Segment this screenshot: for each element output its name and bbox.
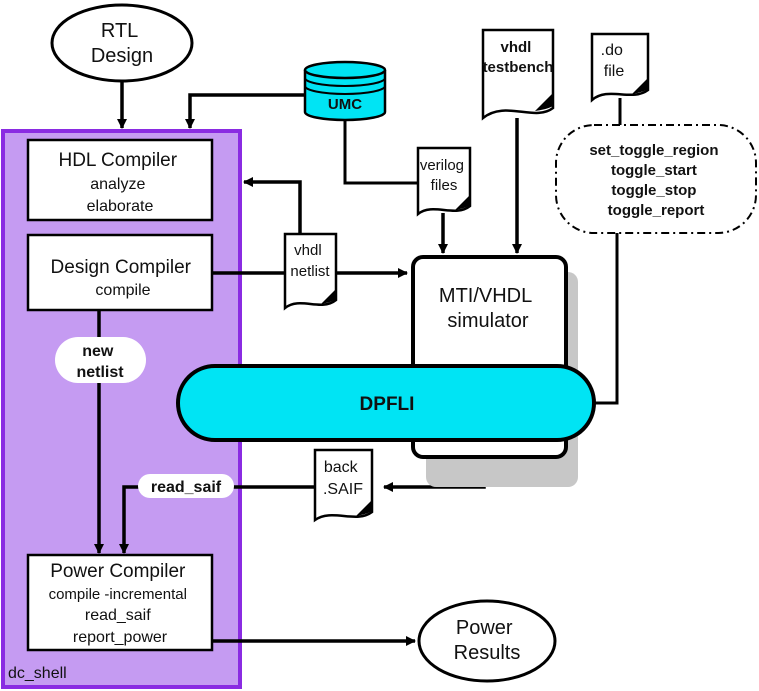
back-saif-line-1: back <box>324 459 359 476</box>
verilog-files-line-2: files <box>431 177 458 194</box>
cmd-set-toggle-region: set_toggle_region <box>589 142 718 159</box>
testbench-line-1: vhdl <box>500 39 531 56</box>
power-results-line-2: Results <box>454 642 521 664</box>
vhdl-netlist-doc: vhdl netlist <box>283 232 338 311</box>
svg-text:MTI/VHDL simulator: MTI/VHDL simulator <box>439 285 537 332</box>
rtl-design-line-1: RTL <box>101 20 138 42</box>
svg-text:new netlist: new netlist <box>76 343 124 381</box>
power-compiler-box <box>26 553 214 652</box>
svg-text:back .SAIF: back .SAIF <box>323 459 363 498</box>
hdl-compiler-title: HDL Compiler <box>58 150 177 171</box>
power-results-node <box>417 599 557 683</box>
do-file-doc: .do file <box>590 32 650 103</box>
rtl-design-node <box>50 3 194 83</box>
svg-text:Design Compiler compile: Design Compiler compile <box>51 257 196 299</box>
line-umc-to-verilog <box>343 118 422 185</box>
svg-text:Power Results: Power Results <box>454 617 521 664</box>
design-compiler-compile: compile <box>95 282 150 299</box>
back-saif-line-2: .SAIF <box>323 481 363 498</box>
read-saif-label-box <box>138 474 234 498</box>
cmd-toggle-report: toggle_report <box>608 202 705 219</box>
verilog-files-doc: verilog files <box>416 146 472 217</box>
hdl-compiler-elaborate: elaborate <box>87 198 154 215</box>
read-saif-label: read_saif <box>151 479 222 496</box>
umc-database: UMC <box>303 60 387 122</box>
arrow-saif-to-power <box>119 485 315 554</box>
power-results-line-1: Power <box>456 617 513 639</box>
verilog-files-line-1: verilog <box>420 157 464 174</box>
vhdl-netlist-line-1: vhdl <box>294 242 322 259</box>
svg-text:Power Compiler compile -in: Power Compiler compile -incremental read… <box>49 561 192 646</box>
line-commands-to-dpfli <box>594 232 619 405</box>
hdl-compiler-box <box>26 138 214 222</box>
vhdl-testbench-doc: vhdl testbench <box>481 28 555 121</box>
toggle-commands-box <box>555 124 757 234</box>
simulator-line-1: MTI/VHDL <box>439 285 532 307</box>
svg-text:.do file: .do file <box>601 42 628 80</box>
vhdl-netlist-line-2: netlist <box>290 263 330 280</box>
do-file-line-1: .do <box>601 42 623 59</box>
rtl-design-line-2: Design <box>91 45 153 67</box>
umc-label: UMC <box>328 96 362 113</box>
arrow-umc-to-hdl <box>185 93 305 129</box>
svg-text:verilog files: verilog files <box>420 157 468 194</box>
arrow-netlist-to-hdl <box>243 177 302 234</box>
design-compiler-title: Design Compiler <box>51 257 192 278</box>
hdl-compiler-analyze: analyze <box>90 176 145 193</box>
svg-text:RTL Design: RTL Design <box>91 20 153 67</box>
svg-text:set_toggle_region toggle_s: set_toggle_region toggle_start toggle_st… <box>589 142 722 219</box>
dpfli-capsule <box>176 364 596 442</box>
cmd-toggle-stop: toggle_stop <box>611 182 696 199</box>
new-netlist-line-2: netlist <box>76 364 124 381</box>
power-compiler-compile: compile -incremental <box>49 586 187 603</box>
simulator-line-2: simulator <box>447 310 528 332</box>
power-compiler-read-saif: read_saif <box>85 607 151 624</box>
dc-shell-label: dc_shell <box>8 665 67 682</box>
svg-text:vhdl testbench: vhdl testbench <box>483 39 554 76</box>
do-file-line-2: file <box>604 63 625 80</box>
testbench-line-2: testbench <box>483 59 554 76</box>
back-saif-doc: back .SAIF <box>313 448 374 523</box>
dpfli-label: DPFLI <box>360 394 415 415</box>
new-netlist-line-1: new <box>82 343 114 360</box>
svg-text:HDL Compiler analyze e: HDL Compiler analyze elaborate <box>58 150 181 215</box>
new-netlist-label-box <box>55 337 146 383</box>
cmd-toggle-start: toggle_start <box>611 162 697 179</box>
power-compiler-report: report_power <box>73 629 168 646</box>
svg-text:vhdl netlist: vhdl netlist <box>290 242 330 280</box>
design-compiler-box <box>26 233 214 312</box>
power-compiler-title: Power Compiler <box>50 561 186 582</box>
